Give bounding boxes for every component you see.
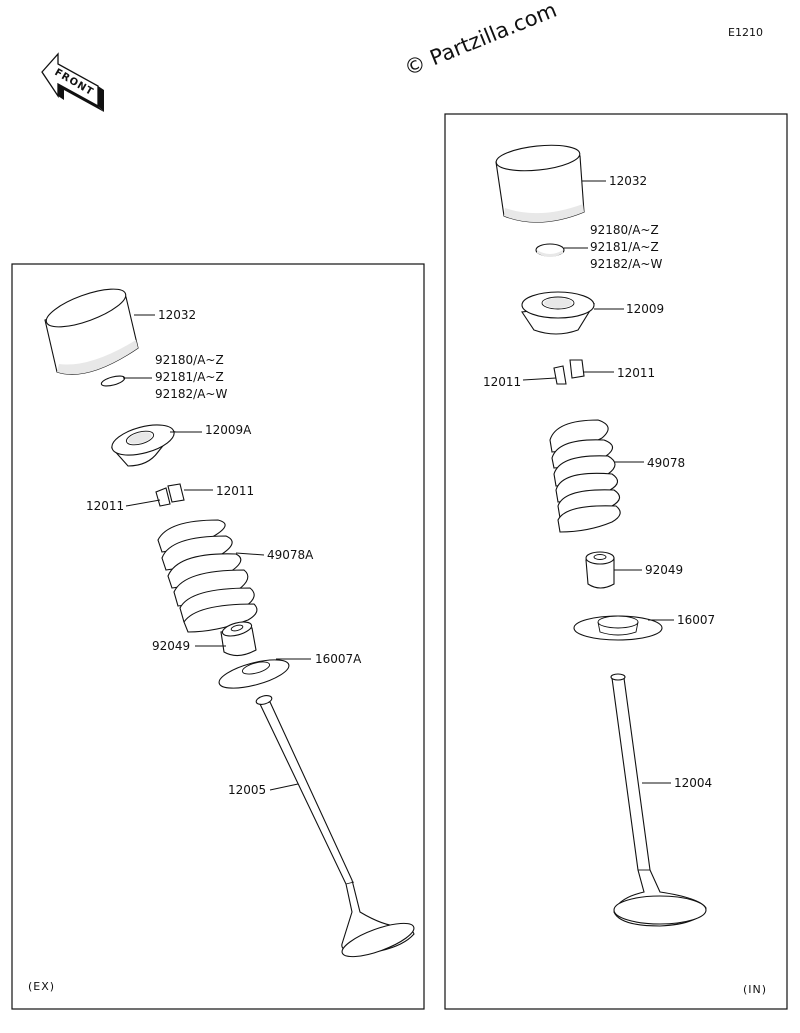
ex-panel: 12032 92180/A~Z 92181/A~Z 92182/A~W 1200… [11, 263, 425, 1010]
in-seat-part [573, 615, 663, 641]
ex-label-cotter-r: 12011 [216, 484, 254, 498]
ex-label-shim-2: 92181/A~Z [155, 370, 224, 384]
ex-label-retainer: 12009A [205, 423, 252, 437]
ex-valve-part [255, 695, 415, 958]
ex-panel-caption: (EX) [28, 980, 55, 993]
in-label-seal: 92049 [645, 563, 683, 577]
ex-label-valve: 12005 [228, 783, 266, 797]
in-cotter-part [553, 359, 585, 385]
in-label-spring: 49078 [647, 456, 685, 470]
in-label-retainer: 12009 [626, 302, 664, 316]
ex-label-cotter-l: 12011 [86, 499, 124, 513]
in-spring-part [549, 419, 621, 533]
ex-label-shim-1: 92180/A~Z [155, 353, 224, 367]
front-arrow-icon: FRONT [41, 52, 104, 112]
in-seal-part [585, 551, 615, 589]
in-label-seat: 16007 [677, 613, 715, 627]
in-panel-caption: (IN) [743, 983, 767, 996]
ex-label-shim-3: 92182/A~W [155, 387, 227, 401]
in-label-shim-3: 92182/A~W [590, 257, 662, 271]
in-label-tappet: 12032 [609, 174, 647, 188]
in-label-cotter-l: 12011 [483, 375, 521, 389]
ex-seal-part [220, 621, 257, 657]
ex-cotter-part [155, 483, 185, 507]
in-label-shim-1: 92180/A~Z [590, 223, 659, 237]
ex-seat-part [218, 659, 290, 689]
in-retainer-part [521, 291, 596, 335]
in-label-cotter-r: 12011 [617, 366, 655, 380]
ex-label-seal: 92049 [152, 639, 190, 653]
ex-shim-part [100, 375, 126, 387]
in-valve-part [610, 673, 707, 927]
ex-label-seat: 16007A [315, 652, 362, 666]
ex-label-tappet: 12032 [158, 308, 196, 322]
ex-retainer-part [110, 424, 176, 467]
diagram-code: E1210 [728, 26, 763, 39]
ex-label-spring: 49078A [267, 548, 314, 562]
in-shim-part [535, 243, 565, 257]
in-tappet-part [495, 144, 585, 223]
watermark: © Partzilla.com [401, 0, 560, 81]
ex-tappet-part [44, 288, 139, 375]
in-panel: 12032 92180/A~Z 92181/A~Z 92182/A~W 1200… [444, 113, 788, 1010]
ex-spring-part [157, 519, 258, 633]
in-label-shim-2: 92181/A~Z [590, 240, 659, 254]
in-label-valve: 12004 [674, 776, 712, 790]
